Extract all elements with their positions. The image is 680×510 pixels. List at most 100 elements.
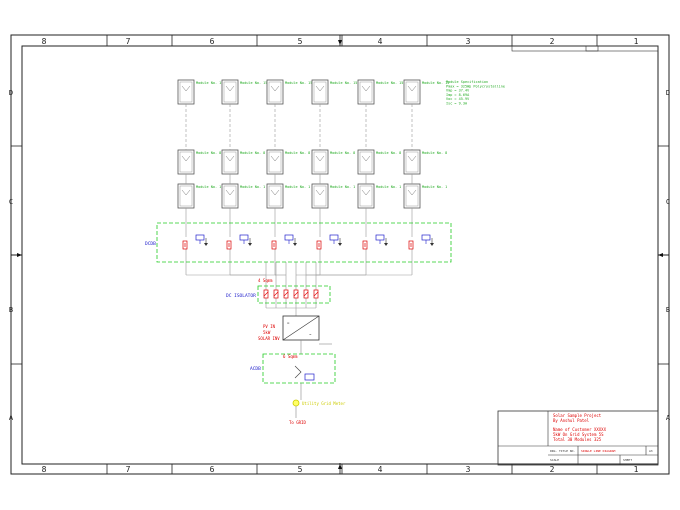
pv-module-diode-mark [270,85,280,92]
isolator-cable-note: 4 Sqmm [258,278,273,283]
module-label: Module No. 8 [196,151,221,155]
pv-module [403,183,421,209]
column-label-top: 4 [378,37,383,46]
column-label-bottom: 3 [466,465,471,474]
pv-module-diode-mark [225,155,235,162]
pv-module-inner [313,151,327,173]
pv-module-inner [359,185,373,207]
acdb-box [262,353,336,384]
grid-meter-label: Utility Grid Meter [302,401,346,406]
scale-key: SCALE [550,458,559,462]
dc-earth-icon [293,243,297,246]
pv-module-diode-mark [181,85,191,92]
pv-module-inner [359,81,373,103]
pv-module [266,79,284,105]
drawing-title-value: SINGLE LINE DIAGRAM [581,449,616,453]
isolator-switch-blade [303,291,309,297]
column-label-bottom: 1 [634,465,639,474]
pv-module-diode-mark [315,189,325,196]
column-label-bottom: 6 [210,465,215,474]
isolator-switch-blade [313,291,319,297]
inverter-note-2: 5kW [263,330,271,335]
spec-line: Vmp = 37.4V [446,89,470,93]
pv-module [177,149,195,175]
pv-module [311,183,329,209]
dc-spd-icon [375,234,385,241]
spec-line: Pmax = 325Wp Polycrystalline [446,84,505,88]
pv-module-inner [268,185,282,207]
row-label-left: C [9,198,13,206]
module-label: Module No. 15 [285,81,312,85]
inverter-note-3: SOLAR INV [258,336,280,341]
pv-module-inner [405,151,419,173]
title-line-6: Total 30 Modules 325 [553,437,602,442]
dc-spd-icon [239,234,249,241]
pv-module-diode-mark [225,189,235,196]
module-label: Module No. 8 [285,151,310,155]
column-label-bottom: 7 [126,465,131,474]
column-label-top: 2 [550,37,555,46]
pv-module [177,183,195,209]
pv-module [221,183,239,209]
pv-module [311,149,329,175]
pv-module [177,79,195,105]
pv-module-inner [268,151,282,173]
pv-module-diode-mark [270,155,280,162]
module-label: Module No. 15 [376,81,403,85]
module-label: Module No. 1 [422,185,447,189]
revision-strip [511,45,659,52]
module-label: Module No. 8 [240,151,265,155]
pv-module [357,183,375,209]
dcdb-box [156,222,452,263]
sheet-size: A3 [649,449,653,453]
column-label-top: 5 [298,37,303,46]
isolator-switch-blade [293,291,299,297]
dc-spd-icon [421,234,431,241]
pv-module-inner [405,185,419,207]
column-label-top: 7 [126,37,131,46]
inverter-ac-symbol: ~ [309,332,312,337]
column-label-bottom: 8 [42,465,47,474]
pv-module-diode-mark [407,85,417,92]
pv-module-inner [313,185,327,207]
pv-module [403,149,421,175]
inverter-dc-symbol: = [287,320,290,325]
dcdb-devices [182,234,434,250]
pv-module-diode-mark [315,155,325,162]
module-label: Module No. 15 [330,81,357,85]
column-label-top: 1 [634,37,639,46]
column-label-bottom: 2 [550,465,555,474]
pv-module [357,79,375,105]
pv-module-diode-mark [181,155,191,162]
spec-line: Imp = 8.69A [446,93,470,97]
module-label: Module No. 1 [376,185,401,189]
column-label-top: 3 [466,37,471,46]
title-line-4: Name of Customer XXXXX [553,427,607,432]
dc-isolator-box [257,285,331,304]
column-label-top: 8 [42,37,47,46]
pv-module-diode-mark [407,189,417,196]
pv-module [221,149,239,175]
title-line-5: 5kW On Grid System 5S [553,432,604,437]
outer-border [10,34,670,475]
inverter-note-1: PV IN [263,324,276,329]
dc-spd-icon [195,234,205,241]
pv-module-inner [223,81,237,103]
module-label: Module No. 1 [196,185,221,189]
drawing-frame [10,34,670,475]
drawing-title-key: DRG. TITLE NO. [550,449,575,453]
dcdb-label: DCDB [145,241,156,247]
spec-line: Isc = 9.3A [446,102,468,106]
pv-module-diode-mark [407,155,417,162]
module-label: Module No. 8 [422,151,447,155]
pv-module [221,79,239,105]
dc-earth-icon [248,243,252,246]
inverter-diagonal [282,315,320,341]
ac-spd-icon [304,373,315,381]
module-label: Module No. 1 [240,185,265,189]
spec-line: Voc = 45.9V [446,97,470,101]
